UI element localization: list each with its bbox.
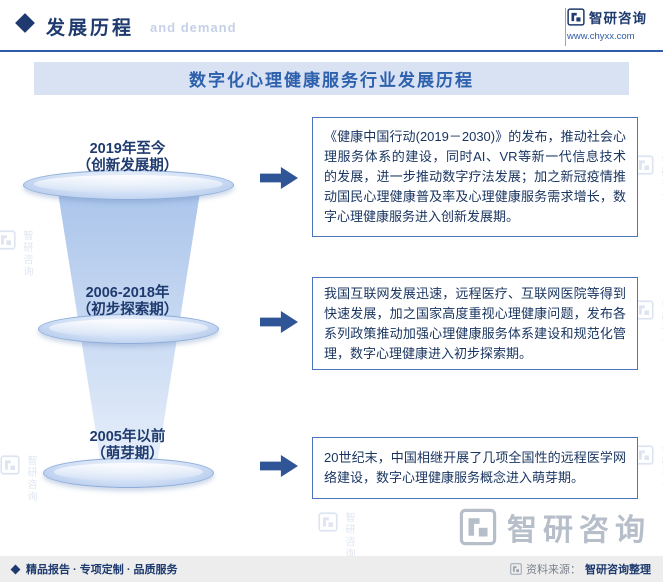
page-title: 发展历程: [46, 18, 135, 39]
stage-description: 20世纪末，中国相继开展了几项全国性的远程医学网络建设，数字心理健康服务概念进入…: [324, 450, 626, 485]
watermark-logo: 智研咨询: [0, 230, 34, 278]
stage-description: 《健康中国行动(2019－2030)》的发布，推动社会心理服务体系的建设，同时A…: [324, 129, 626, 224]
brand-logo-icon: [567, 8, 585, 26]
footer-source: 资料来源： 智研咨询整理: [510, 561, 651, 577]
header-watermark-text: and demand: [150, 20, 237, 35]
brand-name: 智研咨询: [589, 11, 647, 26]
banner-title: 数字化心理健康服务行业发展历程: [189, 71, 474, 90]
footer-services-text: 精品报告 · 专项定制 · 品质服务: [26, 564, 178, 576]
stage-description: 我国互联网发展迅速，远程医疗、互联网医院等得到快速发展，加之国家高度重视心理健康…: [324, 285, 626, 361]
stage-disc-1: [23, 170, 234, 200]
header: 发展历程 and demand 智研咨询 www.chyxx.com: [0, 0, 663, 52]
brand-block: 智研咨询 www.chyxx.com: [567, 7, 653, 42]
watermark-text: 智研咨询: [21, 230, 32, 278]
brand-logo-icon: [459, 508, 497, 546]
right-arrow-icon: [260, 166, 298, 190]
watermark-logo: 智研咨询: [634, 300, 663, 348]
stage-label-2: 2006-2018年 （初步探索期）: [38, 285, 217, 319]
stage-phase: （萌芽期）: [91, 446, 164, 462]
right-arrow-icon: [260, 454, 298, 478]
stage-description-box-2: 我国互联网发展迅速，远程医疗、互联网医院等得到快速发展，加之国家高度重视心理健康…: [312, 277, 638, 370]
source-label: 资料来源：: [526, 564, 581, 576]
diamond-icon: [15, 13, 35, 33]
watermark-logo-icon: [0, 230, 16, 250]
stage-period: 2006-2018年: [85, 285, 170, 301]
watermark-logo: 智研咨询: [634, 445, 663, 493]
bottom-brand-logo: 智研咨询: [459, 505, 651, 549]
source-logo-icon: [510, 563, 522, 575]
banner: 数字化心理健康服务行业发展历程: [34, 62, 629, 95]
diamond-icon: [10, 564, 21, 574]
stage-period: 2019年至今: [89, 141, 166, 157]
stage-phase: （初步探索期）: [76, 302, 179, 318]
watermark-logo: 智研咨询: [0, 455, 38, 503]
watermark-text: 智研咨询: [659, 155, 663, 203]
stage-phase: （创新发展期）: [76, 158, 179, 174]
stage-description-box-1: 《健康中国行动(2019－2030)》的发布，推动社会心理服务体系的建设，同时A…: [312, 117, 638, 237]
stage-label-3: 2005年以前 （萌芽期）: [43, 429, 212, 463]
header-divider: [565, 8, 566, 46]
brand-logo-text: 智研咨询: [507, 514, 651, 547]
footer-services: 精品报告 · 专项定制 · 品质服务: [10, 561, 178, 577]
watermark-logo: 智研咨询: [634, 155, 663, 203]
watermark-logo-icon: [318, 512, 338, 532]
watermark-logo: 智研咨询: [318, 512, 356, 560]
watermark-text: 智研咨询: [343, 512, 354, 560]
stage-description-box-3: 20世纪末，中国相继开展了几项全国性的远程医学网络建设，数字心理健康服务概念进入…: [312, 437, 638, 499]
source-value: 智研咨询整理: [585, 564, 651, 576]
right-arrow-icon: [260, 310, 298, 334]
brand-url-link[interactable]: www.chyxx.com: [567, 31, 635, 42]
watermark-text: 智研咨询: [25, 455, 36, 503]
stage-disc-2: [38, 314, 219, 344]
watermark-text: 智研咨询: [659, 300, 663, 348]
stage-disc-3: [43, 458, 214, 488]
footer: 精品报告 · 专项定制 · 品质服务 资料来源： 智研咨询整理: [0, 556, 663, 582]
watermark-logo-icon: [0, 455, 20, 475]
watermark-text: 智研咨询: [659, 445, 663, 493]
stage-period: 2005年以前: [89, 429, 166, 445]
stage-label-1: 2019年至今 （创新发展期）: [23, 141, 232, 175]
